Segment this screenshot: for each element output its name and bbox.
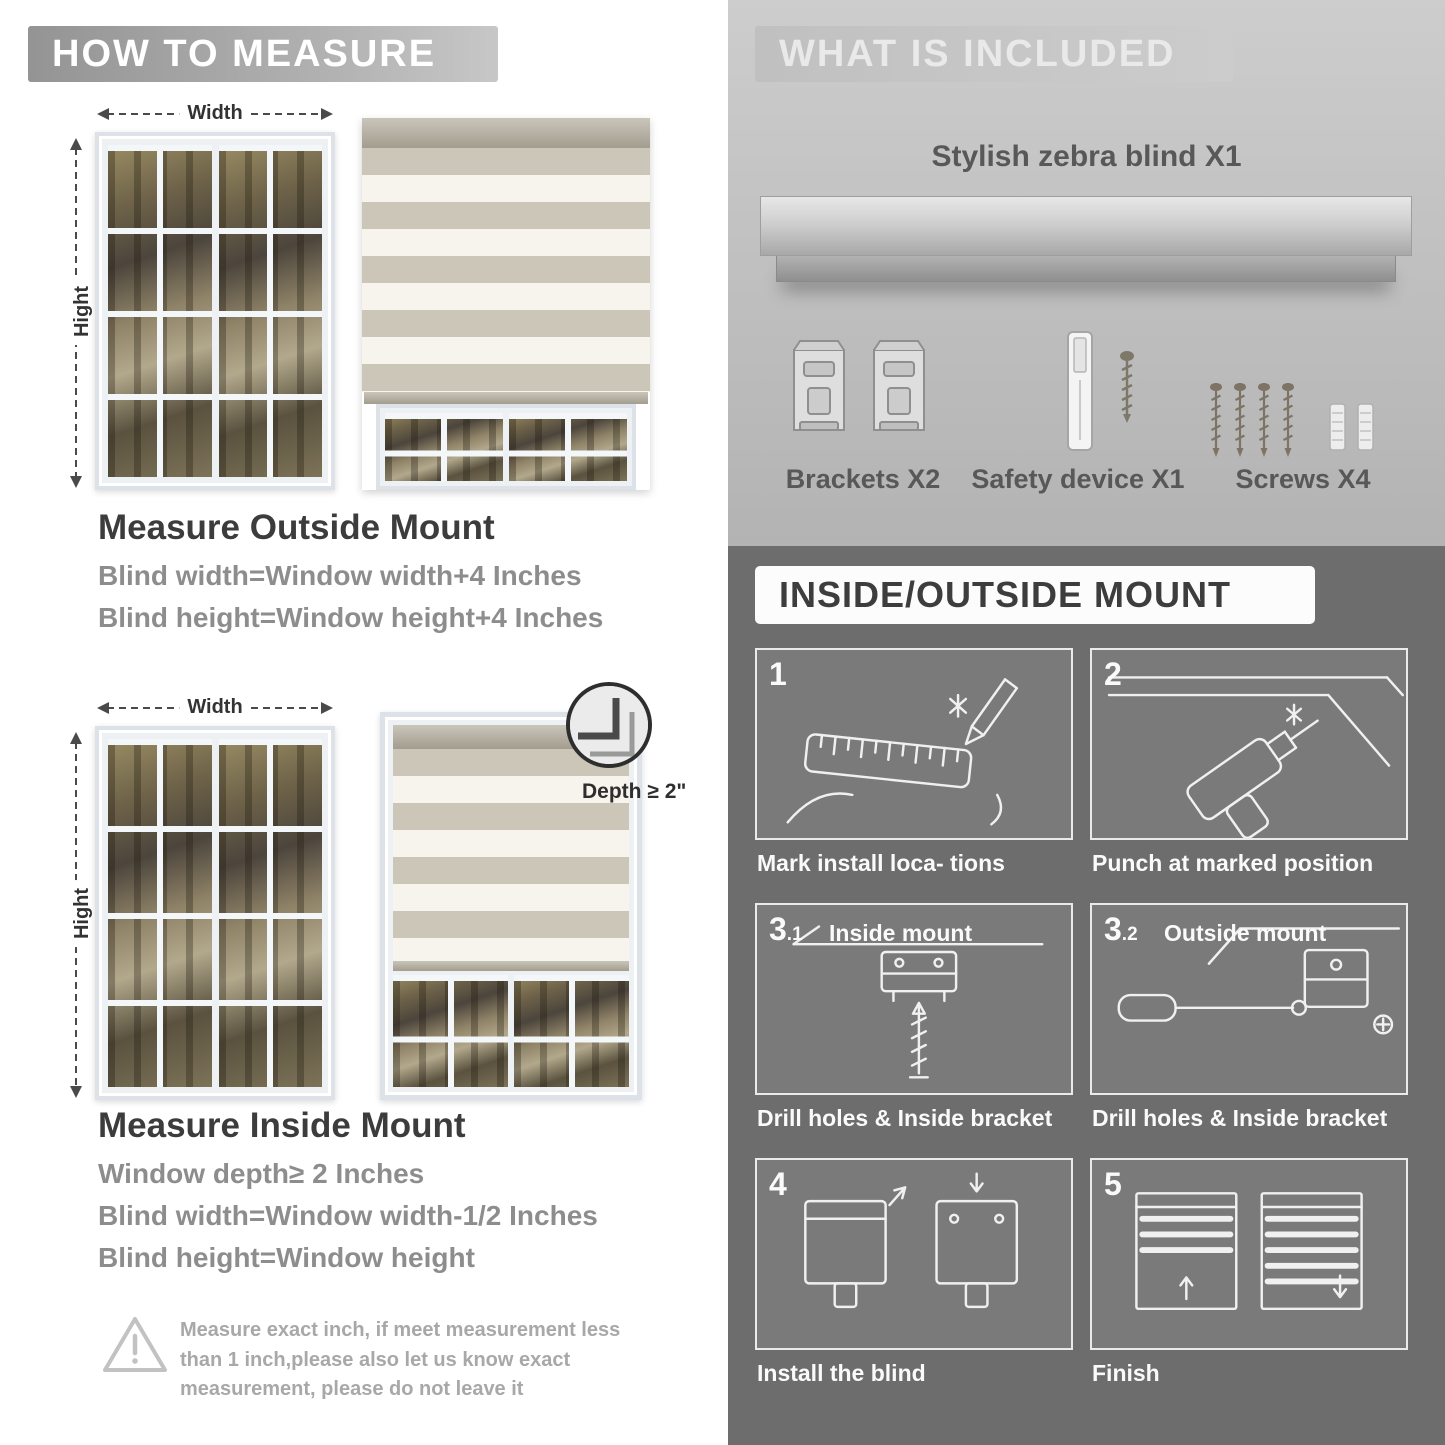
inside-mount-title: Measure Inside Mount	[98, 1106, 466, 1145]
headrail-bar	[760, 196, 1412, 256]
screws-label: Screws X4	[1235, 464, 1371, 494]
step-panel-2: 2	[1090, 648, 1408, 840]
window-sash	[509, 413, 627, 481]
step5-finish-illustration	[1135, 1192, 1363, 1311]
window-panes	[393, 975, 629, 1087]
outside-mount-rule-height: Blind height=Window height+4 Inches	[98, 602, 604, 633]
step-title: Outside mount	[1164, 920, 1327, 946]
blind-bottomrail	[393, 961, 629, 971]
step-title: Inside mount	[829, 920, 973, 946]
what-is-included-title: WHAT IS INCLUDED	[779, 32, 1176, 75]
brackets-illustration	[786, 336, 932, 444]
step2-drill-illustration	[1107, 676, 1404, 838]
screws-illustration	[1208, 381, 1374, 459]
how-to-measure-title: HOW TO MEASURE	[52, 32, 437, 75]
mount-banner-title: INSIDE/OUTSIDE MOUNT	[779, 574, 1232, 615]
window-illustration-inside	[95, 726, 335, 1100]
window-strip	[376, 404, 636, 490]
height-label-outside: Hight	[70, 277, 96, 346]
headrail-lip	[776, 256, 1396, 282]
warning-triangle-icon	[100, 1312, 170, 1383]
inside-outside-mount-section: INSIDE/OUTSIDE MOUNT 1	[728, 546, 1445, 1445]
width-label-inside: Width	[179, 696, 251, 719]
safety-device-illustration	[1058, 328, 1136, 456]
window-sash	[514, 975, 629, 1087]
outside-mount-title: Measure Outside Mount	[98, 508, 495, 547]
height-arrow-icon	[70, 138, 82, 488]
step-panel-4: 4	[755, 1158, 1073, 1350]
bracket-icon	[793, 340, 845, 431]
bracket-icon	[873, 340, 925, 431]
step2-caption: Punch at marked position	[1092, 850, 1374, 876]
safety-device-label: Safety device X1	[971, 464, 1185, 494]
window-sash	[108, 145, 212, 477]
step3-1-caption: Drill holes & Inside bracket	[757, 1105, 1053, 1131]
step-panel-3-2: 3.2 Outside mount	[1090, 903, 1408, 1095]
window-sash	[218, 739, 322, 1087]
zebra-blind-inside-illustration	[380, 712, 642, 1100]
blind-stripes	[362, 148, 650, 392]
window-sash	[393, 975, 508, 1087]
step3-2-outside-bracket-illustration	[1117, 927, 1401, 1035]
outside-mount-rule-width: Blind width=Window width+4 Inches	[98, 560, 582, 591]
step4-caption: Install the blind	[757, 1360, 926, 1386]
how-to-measure-banner: HOW TO MEASURE	[28, 26, 498, 82]
height-dimension-inside: Hight	[64, 730, 96, 1100]
depth-magnifier-icon	[566, 682, 652, 768]
screw-icon	[1120, 351, 1134, 423]
step-panel-1: 1	[755, 648, 1073, 840]
safety-device-icon	[1067, 331, 1093, 451]
blind-bottomrail	[364, 392, 648, 404]
mount-banner: INSIDE/OUTSIDE MOUNT	[755, 566, 1315, 624]
inside-mount-rule-depth: Window depth≥ 2 Inches	[98, 1158, 425, 1189]
inside-mount-rule-height: Blind height=Window height	[98, 1242, 475, 1273]
step-number: 5	[1104, 1166, 1122, 1202]
brackets-label: Brackets X2	[785, 464, 941, 494]
step-number: 2	[1104, 656, 1122, 692]
step4-install-illustration	[804, 1172, 1019, 1309]
step-panel-3-1: 3.1 Inside mount	[755, 903, 1073, 1095]
window-sash	[108, 739, 212, 1087]
step3-2-caption: Drill holes & Inside bracket	[1092, 1105, 1388, 1131]
width-label-outside: Width	[179, 102, 251, 125]
window-sash	[218, 145, 322, 477]
depth-note: Depth ≥ 2"	[582, 780, 687, 803]
step1-caption: Mark install loca- tions	[757, 850, 1005, 876]
measurement-warning-text: Measure exact inch, if meet measurement …	[180, 1319, 621, 1401]
height-dimension-outside: Hight	[64, 136, 96, 490]
frame-corner-icon	[570, 686, 648, 764]
inside-mount-rule-width: Blind width=Window width-1/2 Inches	[98, 1200, 598, 1231]
zebra-blind-headrail-illustration	[760, 196, 1412, 282]
step1-mark-illustration	[786, 678, 1019, 826]
blind-headrail	[362, 118, 650, 148]
step-panel-5: 5	[1090, 1158, 1408, 1350]
step-number: 4	[769, 1166, 787, 1202]
width-dimension-inside: Width	[95, 696, 335, 720]
step-number: 3.2	[1104, 911, 1138, 947]
step-number: 1	[769, 656, 787, 692]
step3-1-inside-bracket-illustration	[792, 925, 1044, 1079]
blind-stripes	[393, 749, 629, 961]
step-number: 3.1	[769, 911, 803, 947]
product-label: Stylish zebra blind X1	[931, 140, 1242, 173]
what-is-included-banner: WHAT IS INCLUDED	[755, 26, 1233, 82]
what-is-included-section: WHAT IS INCLUDED Stylish zebra blind X1	[728, 0, 1445, 546]
step5-caption: Finish	[1092, 1360, 1160, 1386]
width-dimension-outside: Width	[95, 102, 335, 126]
window-illustration-outside	[95, 132, 335, 490]
window-sash	[385, 413, 503, 481]
zebra-blind-outside-illustration	[362, 118, 650, 490]
height-label-inside: Hight	[70, 879, 96, 948]
